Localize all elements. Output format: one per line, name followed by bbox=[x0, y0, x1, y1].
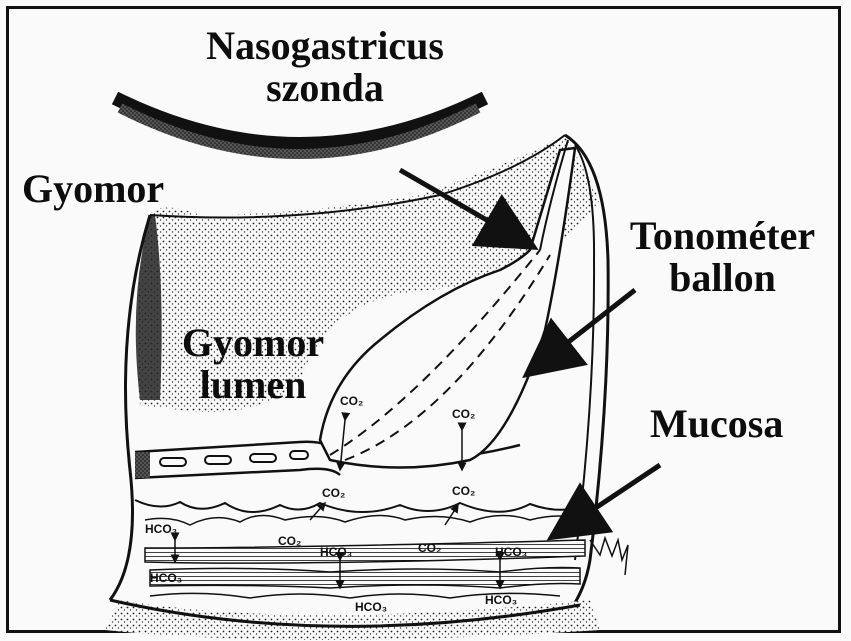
mucosa-surface bbox=[135, 500, 585, 512]
mucosa-label: Mucosa bbox=[650, 403, 783, 445]
tube-end-shade bbox=[135, 452, 150, 478]
stomach-top-shadow bbox=[136, 215, 162, 400]
co2-lumen-right-label: CO₂ bbox=[452, 484, 475, 498]
hco3-mid-label: HCO₃ bbox=[320, 545, 352, 559]
probe-label-line1: Nasogastricus bbox=[205, 25, 445, 67]
tonometer-label: Tonométer ballon bbox=[610, 215, 835, 299]
serosa-stipple bbox=[105, 600, 600, 640]
co2-lumen-left-label: CO₂ bbox=[322, 486, 345, 500]
tube-floor-bottom bbox=[135, 469, 340, 478]
hco3-right-label: HCO₃ bbox=[495, 545, 527, 559]
muscularis-band-2 bbox=[150, 568, 580, 589]
lumen-label-line1: Gyomor bbox=[168, 322, 338, 364]
co2-balloon-left-label: CO₂ bbox=[340, 394, 363, 408]
stomach-label: Gyomor bbox=[22, 168, 164, 210]
probe-label: Nasogastricus szonda bbox=[205, 25, 445, 109]
hco3-top-left-label: HCO₃ bbox=[145, 522, 177, 536]
lumen-label-line2: lumen bbox=[168, 364, 338, 406]
lumen-label: Gyomor lumen bbox=[168, 322, 338, 406]
tube-holes bbox=[160, 451, 308, 466]
hco3-bottom-right-label: HCO₃ bbox=[485, 593, 517, 607]
hco3-lower-left-label: HCO₃ bbox=[150, 571, 182, 585]
probe-label-line2: szonda bbox=[205, 67, 445, 109]
tonometer-label-line2: ballon bbox=[610, 257, 835, 299]
co2-balloon-right-label: CO₂ bbox=[452, 407, 475, 421]
hco3-bottom-mid-label: HCO₃ bbox=[355, 600, 387, 614]
callout-arrow-mucosa bbox=[555, 465, 660, 535]
co2-mucosa-left-label: CO₂ bbox=[278, 534, 301, 548]
co2-mucosa-mid-label: CO₂ bbox=[418, 541, 441, 555]
tonometer-label-line1: Tonométer bbox=[610, 215, 835, 257]
mucosa-villi bbox=[145, 515, 585, 525]
right-grass-tuft bbox=[590, 538, 628, 575]
